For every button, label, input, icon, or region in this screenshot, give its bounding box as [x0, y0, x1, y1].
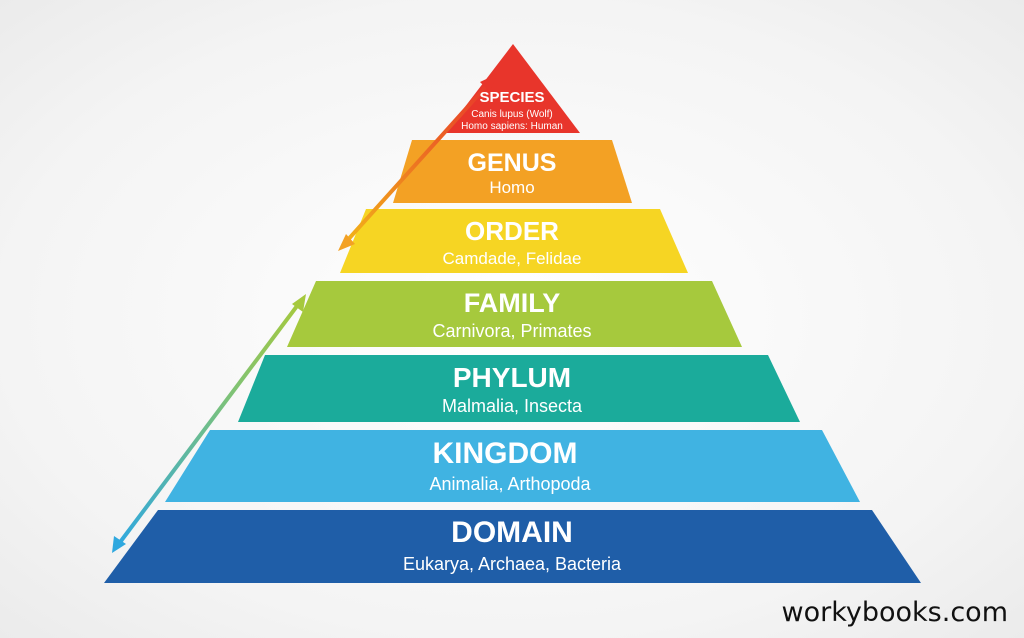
- family-label: FAMILY: [464, 288, 561, 318]
- lower-double-arrow: [112, 294, 306, 553]
- phylum-examples: Malmalia, Insecta: [442, 396, 583, 416]
- kingdom-label: KINGDOM: [433, 437, 578, 470]
- domain-label: DOMAIN: [451, 516, 573, 549]
- genus-tier: [393, 140, 632, 203]
- order-label: ORDER: [465, 216, 559, 246]
- kingdom-tier: [165, 430, 860, 502]
- species-tier: [445, 44, 580, 133]
- species-example-1: Canis lupus (Wolf): [471, 109, 553, 120]
- species-example-2: Homo sapiens: Human: [461, 121, 563, 132]
- order-examples: Camdade, Felidae: [443, 249, 582, 268]
- upper-double-arrow: [338, 74, 497, 251]
- genus-examples: Homo: [489, 178, 534, 197]
- genus-label: GENUS: [468, 149, 557, 177]
- family-examples: Carnivora, Primates: [432, 321, 591, 341]
- phylum-tier: [238, 355, 800, 422]
- family-tier: [287, 281, 742, 347]
- phylum-label: PHYLUM: [453, 362, 571, 393]
- domain-tier: [104, 510, 921, 583]
- watermark: workybooks.com: [781, 597, 1008, 628]
- order-tier: [340, 209, 688, 273]
- kingdom-examples: Animalia, Arthopoda: [429, 474, 591, 494]
- domain-examples: Eukarya, Archaea, Bacteria: [403, 554, 622, 574]
- species-label: SPECIES: [479, 89, 544, 106]
